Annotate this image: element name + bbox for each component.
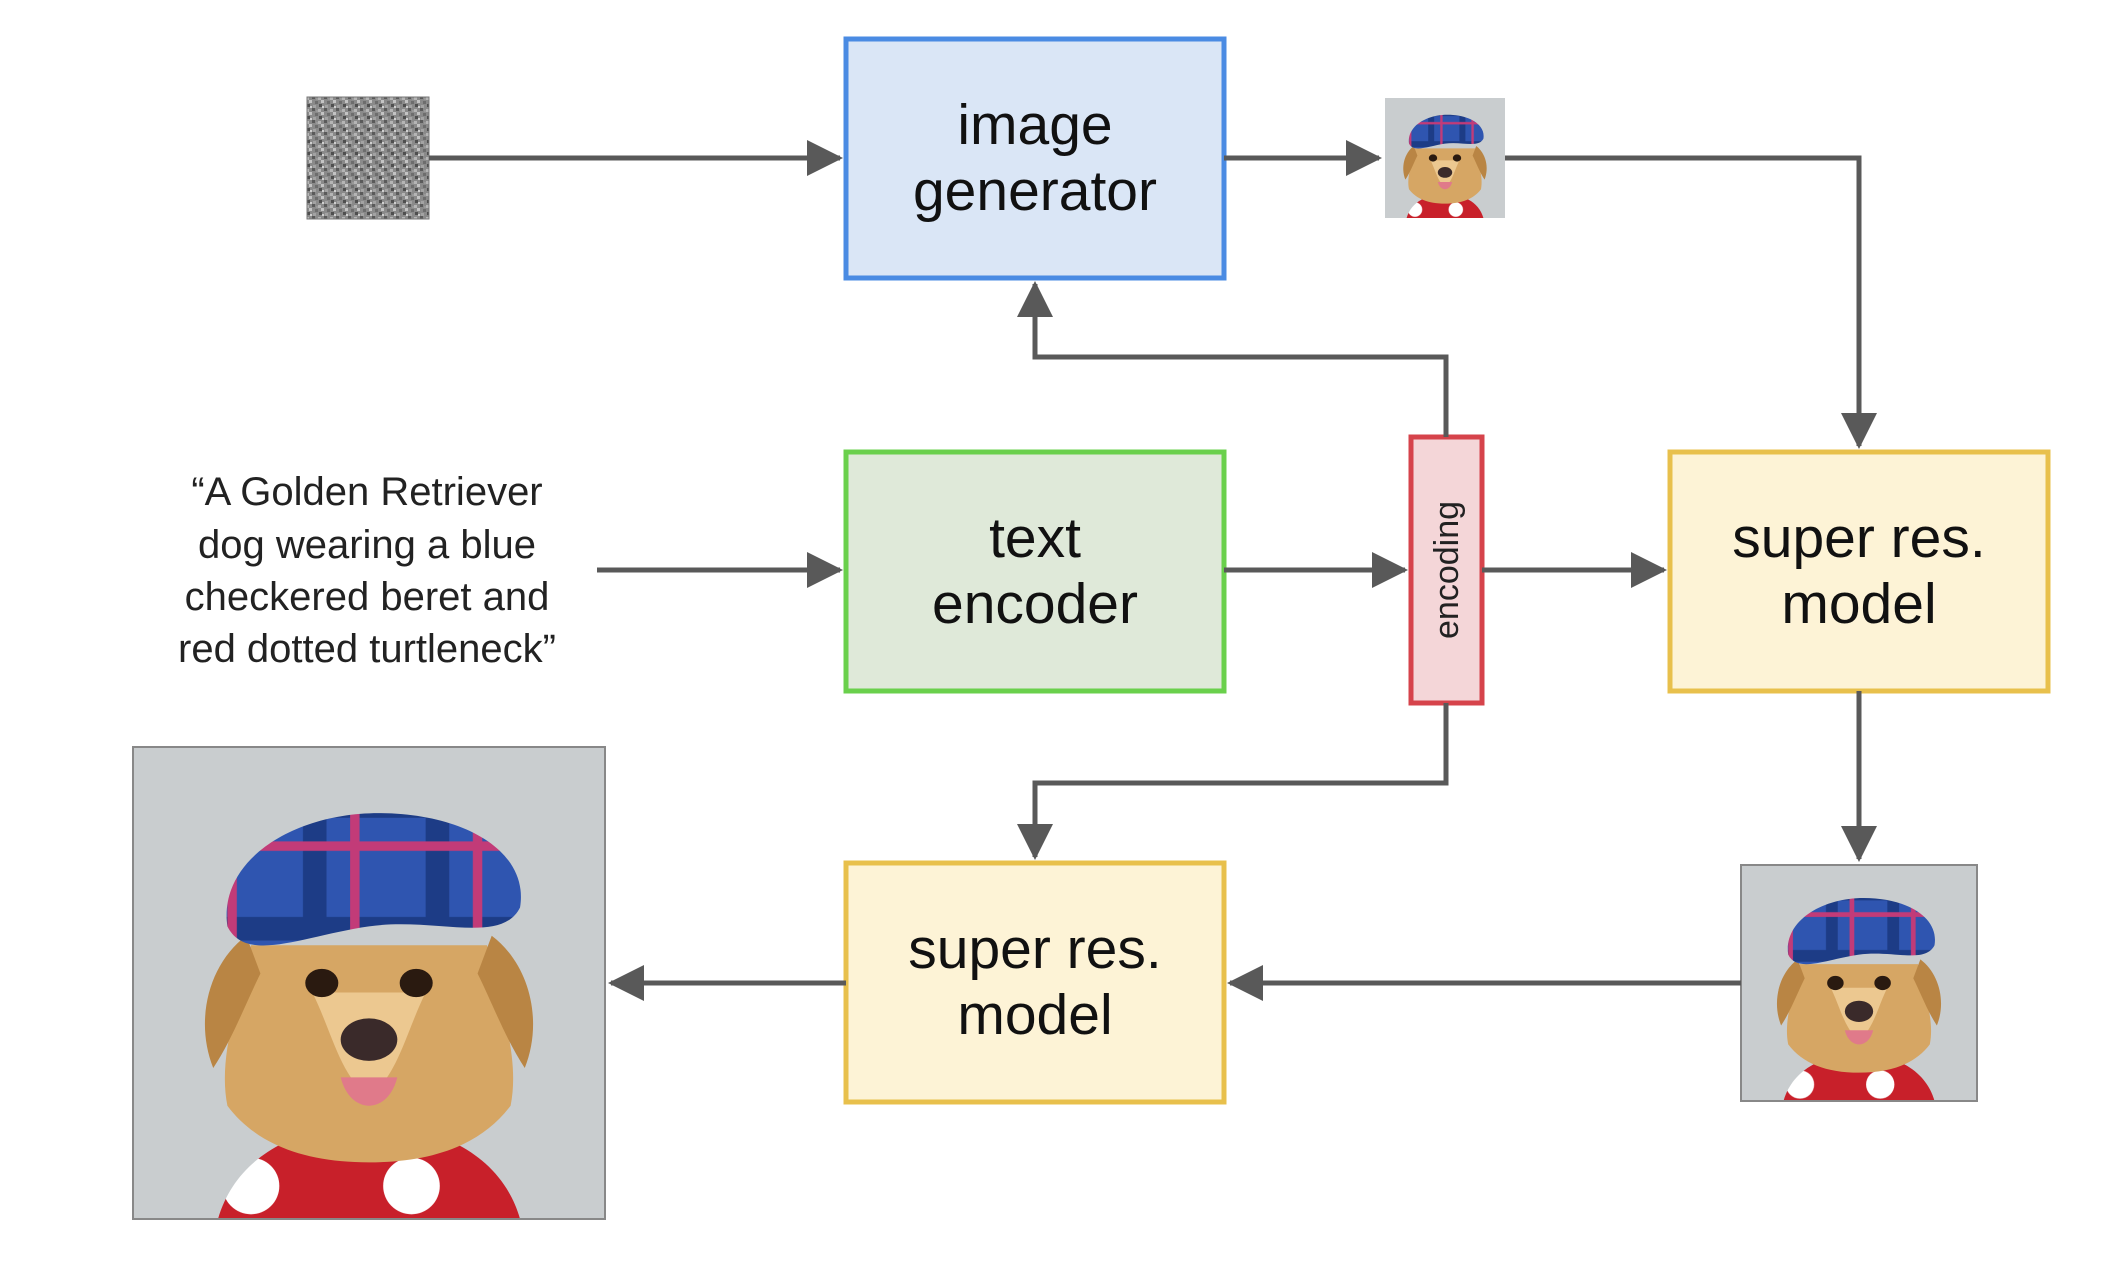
connectors	[429, 140, 1877, 1001]
image-generator-label-line-1: image	[957, 93, 1112, 157]
prompt-line-4: red dotted turtleneck”	[178, 627, 556, 671]
prompt-line-1: “A Golden Retriever	[191, 470, 542, 514]
dog-1024px-image	[132, 746, 606, 1220]
image-generator-label-line-2: generator	[913, 159, 1157, 223]
super-res-model-2-block: super res. model	[843, 860, 1227, 1105]
encoding-block: encoding	[1408, 434, 1485, 706]
super-res-2-label-line-2: model	[957, 983, 1112, 1047]
noise-image	[306, 96, 430, 220]
prompt-line-3: checkered beret and	[185, 575, 550, 619]
dog-64px-image	[1385, 98, 1505, 218]
arrow-encoding-to-generator	[1017, 281, 1449, 437]
text-encoder-block: text encoder	[843, 449, 1227, 694]
encoding-label: encoding	[1428, 501, 1466, 639]
super-res-2-label-line-1: super res.	[908, 917, 1161, 981]
arrow-encoding-to-super-res-2	[1017, 703, 1449, 860]
arrow-small-image-to-super-res-1	[1505, 155, 1877, 449]
text-encoder-label-line-2: encoder	[932, 572, 1138, 636]
super-res-1-label-line-1: super res.	[1732, 506, 1985, 570]
text-encoder-label-line-1: text	[989, 506, 1081, 570]
super-res-1-label-line-2: model	[1781, 572, 1936, 636]
prompt-line-2: dog wearing a blue	[198, 523, 536, 567]
image-generator-block: image generator	[843, 36, 1227, 281]
text-prompt: “A Golden Retriever dog wearing a blue c…	[178, 470, 556, 671]
super-res-model-1-block: super res. model	[1667, 449, 2051, 694]
dog-256px-image	[1740, 864, 1978, 1102]
